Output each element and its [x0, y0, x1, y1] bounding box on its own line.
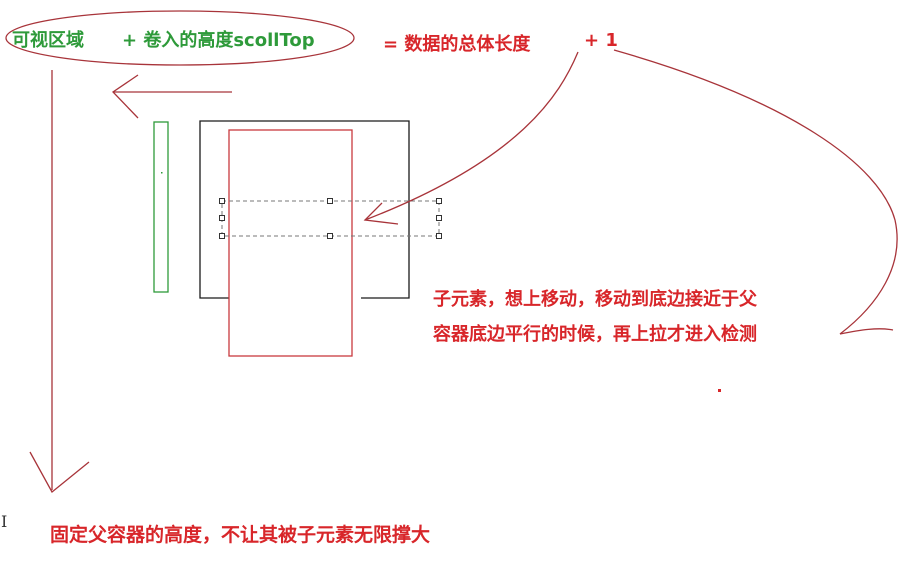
child-explanation-line-1: 子元素，想上移动，移动到底边接近于父 — [433, 289, 757, 310]
vertical-down-arrow — [29, 70, 90, 493]
visible-area-label: 可视区域 — [12, 30, 84, 51]
visible-area-ellipse — [5, 10, 355, 66]
child-explanation-line-2: 容器底边平行的时候，再上拉才进入检测 — [433, 324, 757, 345]
curved-arrow-to-text — [613, 49, 898, 335]
scroll-top-label: + 卷入的高度scollTop — [122, 30, 315, 51]
bottom-note: 固定父容器的高度，不让其被子元素无限撑大 — [50, 524, 431, 546]
selection-box — [219, 198, 442, 239]
child-element — [228, 129, 353, 357]
text-cursor-icon: I — [1, 512, 8, 531]
plus-one-label: + 1 — [584, 30, 618, 51]
curved-arrow-to-box — [363, 51, 579, 225]
scrollbar-rect — [153, 121, 169, 293]
red-dot — [718, 389, 721, 392]
left-arrow — [111, 74, 232, 119]
parent-container — [199, 120, 410, 299]
scrollbar-dot — [161, 172, 163, 174]
total-length-label: = 数据的总体长度 — [383, 34, 531, 55]
